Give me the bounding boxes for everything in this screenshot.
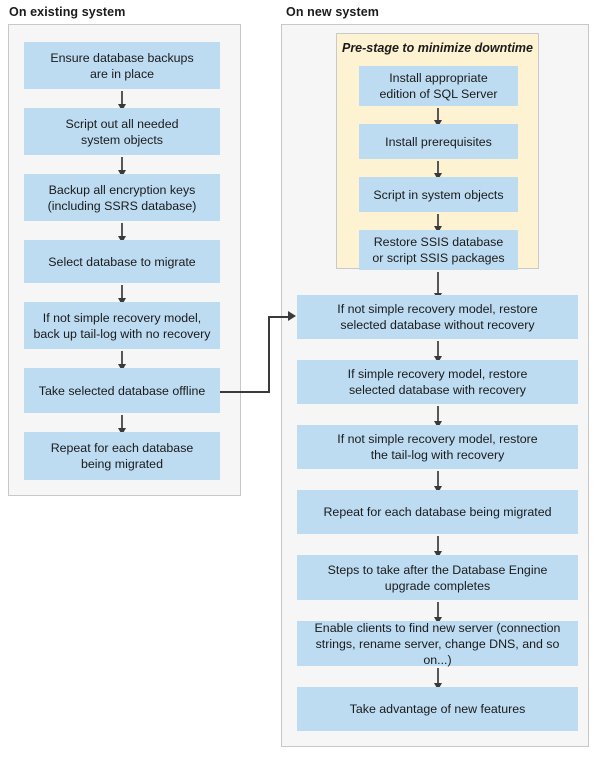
step-line-2: edition of SQL Server bbox=[379, 87, 498, 101]
step-line-2: upgrade completes bbox=[384, 578, 491, 593]
step-box-restore-ssis-database[interactable]: Restore SSIS database or script SSIS pac… bbox=[359, 230, 518, 270]
step-box-repeat-each-database-new[interactable]: Repeat for each database being migrated bbox=[297, 490, 578, 534]
arrow-prestage-exit bbox=[434, 272, 442, 300]
step-line-2: strings, rename server, change DNS, and … bbox=[315, 636, 560, 667]
arrow-new-2 bbox=[434, 406, 442, 428]
step-line-1: Ensure database backups bbox=[50, 50, 194, 65]
step-line-1: If simple recovery model, restore bbox=[347, 367, 528, 381]
step-box-repeat-each-database-existing[interactable]: Repeat for each database being migrated bbox=[24, 432, 220, 480]
step-box-restore-without-recovery[interactable]: If not simple recovery model, restore se… bbox=[297, 295, 578, 339]
step-line-2: (including SSRS database) bbox=[47, 198, 197, 213]
step-line-2: the tail-log with recovery bbox=[370, 448, 505, 462]
step-box-install-sql-server-edition[interactable]: Install appropriate edition of SQL Serve… bbox=[359, 66, 518, 106]
step-line-2: selected database with recovery bbox=[348, 383, 526, 397]
step-line-1: Select database to migrate bbox=[48, 254, 196, 269]
step-line-1: If not simple recovery model, restore bbox=[337, 432, 538, 446]
step-line-1: Repeat for each database bbox=[50, 441, 194, 455]
arrow-prestage-2 bbox=[434, 161, 442, 180]
step-box-script-out-system-objects[interactable]: Script out all needed system objects bbox=[24, 108, 220, 155]
connector-segment-horizontal-from-offline bbox=[220, 391, 270, 393]
step-line-1: If not simple recovery model, bbox=[42, 310, 202, 325]
arrow-existing-2 bbox=[118, 157, 126, 177]
step-box-restore-with-recovery[interactable]: If simple recovery model, restore select… bbox=[297, 360, 578, 404]
step-line-1: Enable clients to find new server (conne… bbox=[314, 620, 561, 635]
step-box-script-in-system-objects[interactable]: Script in system objects bbox=[359, 177, 518, 212]
step-line-1: Install appropriate bbox=[389, 71, 488, 85]
arrow-prestage-1 bbox=[434, 108, 442, 127]
step-box-select-database-to-migrate[interactable]: Select database to migrate bbox=[24, 240, 220, 283]
step-line-1: Repeat for each database being migrated bbox=[323, 505, 552, 519]
connector-segment-vertical bbox=[268, 316, 270, 393]
arrow-new-6 bbox=[434, 668, 442, 690]
step-line-1: Script in system objects bbox=[373, 187, 504, 202]
step-box-take-advantage-new-features[interactable]: Take advantage of new features bbox=[297, 687, 578, 731]
arrow-existing-1 bbox=[118, 91, 126, 111]
arrow-new-4 bbox=[434, 536, 442, 558]
step-line-2: being migrated bbox=[81, 457, 163, 471]
column-title-existing-system: On existing system bbox=[9, 5, 126, 19]
arrow-new-3 bbox=[434, 471, 442, 493]
arrow-existing-5 bbox=[118, 351, 126, 371]
step-line-2: back up tail-log with no recovery bbox=[33, 326, 211, 341]
step-box-enable-clients-find-new-server[interactable]: Enable clients to find new server (conne… bbox=[297, 620, 578, 667]
step-line-1: Restore SSIS database bbox=[373, 235, 504, 249]
step-line-1: Install prerequisites bbox=[385, 134, 492, 149]
step-box-backup-encryption-keys[interactable]: Backup all encryption keys (including SS… bbox=[24, 174, 220, 221]
step-line-1: Take selected database offline bbox=[38, 383, 206, 398]
step-line-2: or script SSIS packages bbox=[372, 251, 505, 265]
step-line-1: Script out all needed bbox=[65, 116, 179, 131]
step-line-1: Backup all encryption keys bbox=[48, 182, 196, 197]
step-line-2: system objects bbox=[81, 132, 163, 147]
step-line-1: Take advantage of new features bbox=[349, 702, 526, 716]
step-line-1: Steps to take after the Database Engine bbox=[327, 562, 548, 577]
step-box-take-database-offline[interactable]: Take selected database offline bbox=[24, 368, 220, 413]
prestage-group-title: Pre-stage to minimize downtime bbox=[341, 41, 533, 55]
arrow-existing-3 bbox=[118, 223, 126, 243]
step-box-backup-tail-log-no-recovery[interactable]: If not simple recovery model, back up ta… bbox=[24, 302, 220, 349]
connector-arrowhead-icon bbox=[288, 311, 296, 321]
arrow-existing-6 bbox=[118, 415, 126, 435]
step-box-install-prerequisites[interactable]: Install prerequisites bbox=[359, 124, 518, 159]
column-title-new-system: On new system bbox=[286, 5, 379, 19]
arrow-prestage-3 bbox=[434, 214, 442, 233]
step-box-post-upgrade-steps[interactable]: Steps to take after the Database Engine … bbox=[297, 555, 578, 600]
step-box-ensure-database-backups[interactable]: Ensure database backups are in place bbox=[24, 42, 220, 89]
arrow-existing-4 bbox=[118, 285, 126, 305]
arrow-new-5 bbox=[434, 602, 442, 624]
step-line-1: If not simple recovery model, restore bbox=[337, 302, 538, 316]
step-line-2: are in place bbox=[89, 66, 155, 81]
arrow-new-1 bbox=[434, 341, 442, 363]
connector-segment-horizontal-to-restore bbox=[268, 316, 290, 318]
step-box-restore-tail-log-with-recovery[interactable]: If not simple recovery model, restore th… bbox=[297, 425, 578, 469]
step-line-2: selected database without recovery bbox=[340, 318, 535, 332]
